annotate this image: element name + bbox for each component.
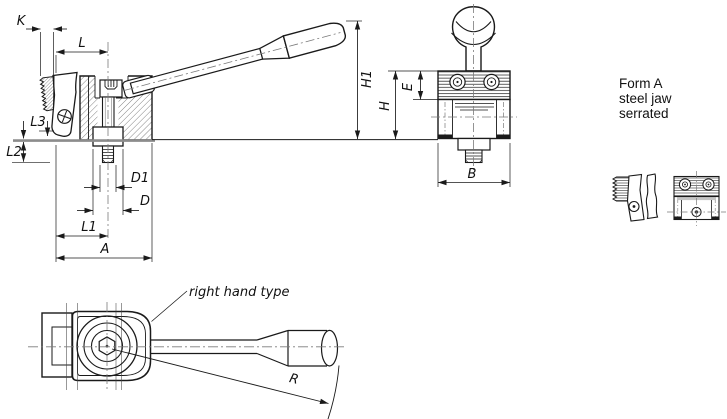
front-screw-left	[449, 73, 466, 91]
front-view: H E B	[378, 4, 517, 187]
lever-handle	[108, 22, 347, 99]
right-hand-type-note: right hand type	[189, 285, 290, 300]
swing-arc	[327, 365, 340, 419]
dim-label-E: E	[401, 82, 416, 91]
jaw-block-front	[437, 70, 511, 101]
dim-label-R: R	[288, 371, 300, 388]
serrated-pad	[39, 75, 55, 112]
jaw-body	[51, 71, 78, 137]
side-view-dimensions	[12, 20, 362, 262]
form-note-line2: steel jaw	[619, 91, 672, 106]
dim-label-A: A	[100, 242, 110, 257]
top-jaw	[41, 312, 73, 378]
side-section-view: K L L3 L2 D1 D L1 A H1	[6, 14, 438, 262]
jaw-detail-front-icon	[667, 171, 726, 226]
dim-label-L3: L3	[30, 115, 46, 130]
note-leader-line	[151, 290, 188, 322]
dim-label-L2: L2	[6, 145, 22, 160]
front-screw-right	[483, 73, 500, 91]
dim-label-B: B	[468, 167, 477, 182]
form-a-note: Form A steel jaw serrated	[619, 76, 672, 121]
dim-label-K: K	[17, 14, 27, 29]
grip-end-cap	[320, 329, 339, 367]
detail-serrated-pad	[611, 176, 630, 202]
serrated-jaw	[39, 71, 78, 137]
front-body-lower	[437, 98, 511, 140]
jaw-detail-side-icon	[611, 173, 659, 222]
dim-label-L1: L1	[81, 220, 97, 235]
dim-label-H: H	[378, 101, 393, 111]
form-note-line3: serrated	[619, 106, 669, 121]
handle-grip	[282, 22, 347, 60]
top-handle	[150, 329, 339, 367]
form-note-line1: Form A	[619, 76, 663, 91]
handle-centerline	[108, 32, 341, 96]
dim-label-D: D	[140, 194, 150, 209]
dim-label-D1: D1	[131, 171, 149, 186]
dim-label-L: L	[78, 36, 85, 51]
dim-label-H1: H1	[360, 70, 375, 88]
foot-right	[496, 134, 510, 139]
top-view: R right hand type	[28, 285, 344, 419]
front-view-dimensions	[388, 70, 511, 187]
foot-left	[438, 134, 452, 139]
detail-broken-stub	[645, 173, 659, 220]
